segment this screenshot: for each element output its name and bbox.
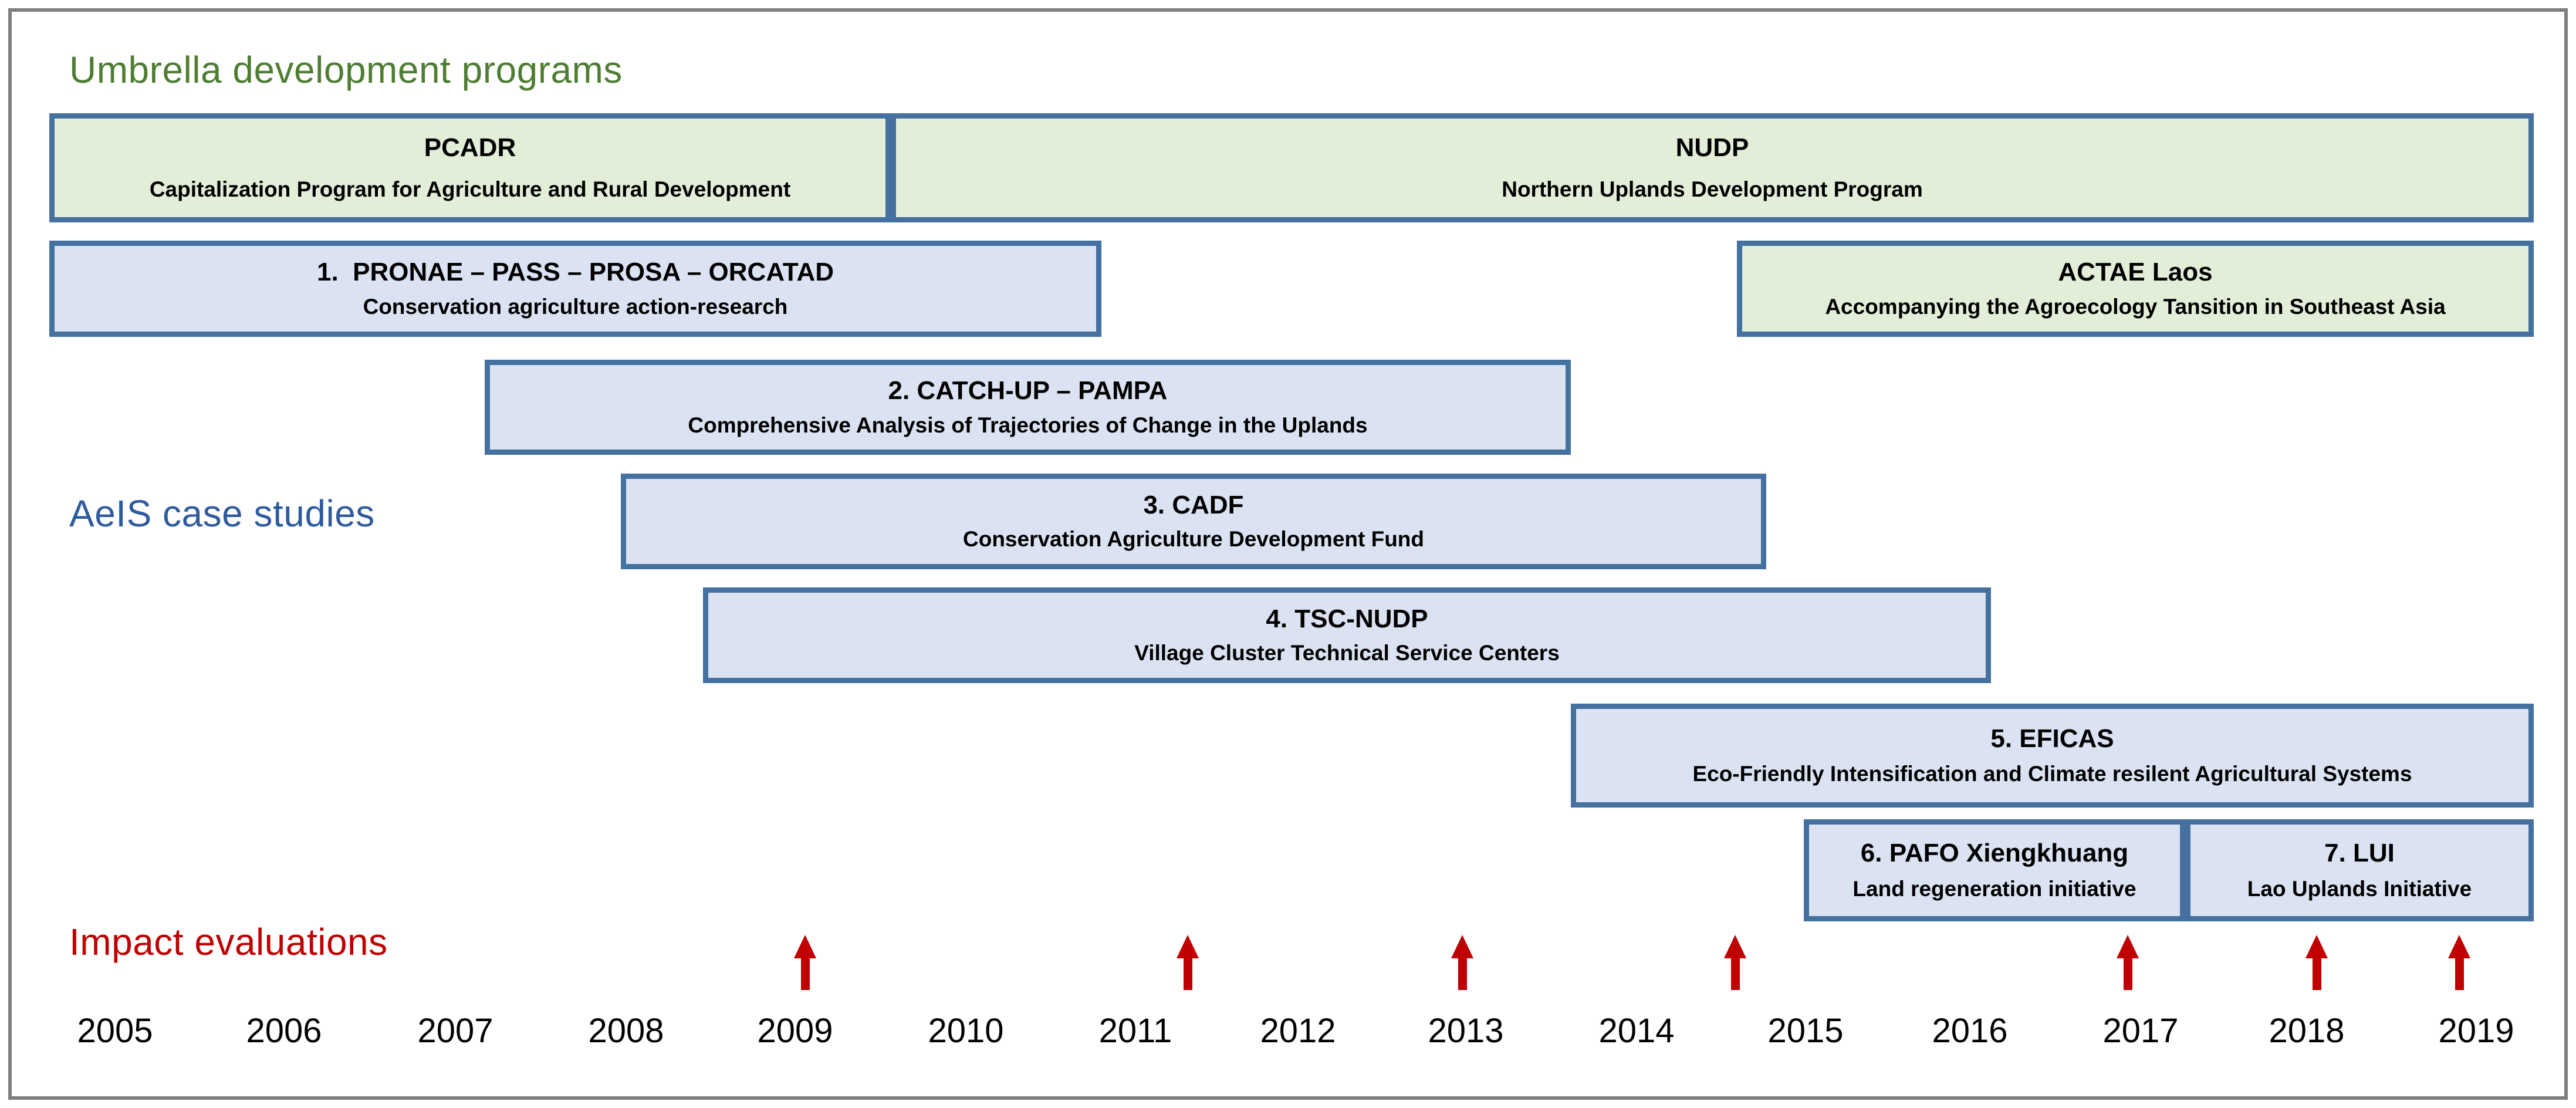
- aeis-case-studies-heading: AeIS case studies: [69, 492, 375, 535]
- year-label-2015: 2015: [1767, 1012, 1844, 1050]
- year-label-2014: 2014: [1598, 1012, 1675, 1050]
- bar-tsc-nudp-subtitle: Village Cluster Technical Service Center…: [1134, 641, 1560, 666]
- bar-nudp-title: NUDP: [1675, 133, 1749, 163]
- bar-eficas: 5. EFICAS Eco-Friendly Intensification a…: [1571, 704, 2534, 808]
- year-label-2008: 2008: [588, 1012, 664, 1050]
- bar-catchup-subtitle: Comprehensive Analysis of Trajectories o…: [688, 413, 1368, 437]
- bar-cadf-subtitle: Conservation Agriculture Development Fun…: [963, 527, 1424, 552]
- bar-eficas-subtitle: Eco-Friendly Intensification and Climate…: [1692, 762, 2412, 786]
- bar-lui-subtitle: Lao Uplands Initiative: [2247, 876, 2472, 901]
- year-label-2018: 2018: [2269, 1012, 2345, 1050]
- impact-arrow-2018-icon: [2305, 935, 2328, 990]
- bar-lui: 7. LUI Lao Uplands Initiative: [2185, 819, 2534, 921]
- umbrella-programs-heading: Umbrella development programs: [69, 49, 623, 91]
- year-label-2007: 2007: [417, 1012, 493, 1050]
- bar-eficas-title: 5. EFICAS: [1990, 724, 2114, 753]
- year-label-2011: 2011: [1098, 1012, 1172, 1050]
- bar-pronae-title: 1. PRONAE – PASS – PROSA – ORCATAD: [317, 258, 834, 287]
- bar-nudp: NUDP Northern Uplands Development Progra…: [891, 113, 2534, 222]
- bar-catchup: 2. CATCH-UP – PAMPA Comprehensive Analys…: [485, 360, 1571, 455]
- impact-arrow-2019-icon: [2448, 935, 2470, 990]
- figure-frame: [8, 8, 2568, 1100]
- bar-nudp-subtitle: Northern Uplands Development Program: [1502, 177, 1923, 201]
- impact-arrow-2009-icon: [794, 935, 816, 990]
- bar-tsc-nudp-title: 4. TSC-NUDP: [1266, 604, 1428, 633]
- bar-actae-subtitle: Accompanying the Agroecology Tansition i…: [1825, 294, 2446, 319]
- impact-arrow-2011-12-icon: [1177, 935, 1199, 990]
- impact-evaluations-heading: Impact evaluations: [69, 921, 388, 963]
- year-label-2006: 2006: [246, 1012, 322, 1050]
- bar-pronae-subtitle: Conservation agriculture action-research: [363, 294, 788, 319]
- bar-cadf: 3. CADF Conservation Agriculture Develop…: [621, 474, 1766, 569]
- impact-arrow-2017-icon: [2117, 935, 2139, 990]
- bar-pafo-subtitle: Land regeneration initiative: [1852, 876, 2136, 901]
- year-label-2017: 2017: [2102, 1012, 2179, 1050]
- year-label-2016: 2016: [1932, 1012, 2008, 1050]
- year-label-2009: 2009: [757, 1012, 833, 1050]
- year-label-2013: 2013: [1428, 1012, 1504, 1050]
- impact-arrow-2013-icon: [1451, 935, 1473, 990]
- bar-catchup-title: 2. CATCH-UP – PAMPA: [888, 376, 1168, 406]
- bar-pafo: 6. PAFO Xiengkhuang Land regeneration in…: [1804, 819, 2185, 921]
- bar-cadf-title: 3. CADF: [1143, 490, 1244, 519]
- year-label-2019: 2019: [2438, 1012, 2514, 1050]
- bar-pronae: 1. PRONAE – PASS – PROSA – ORCATAD Conse…: [49, 241, 1101, 337]
- year-label-2012: 2012: [1260, 1012, 1336, 1050]
- bar-pcadr-title: PCADR: [424, 133, 516, 163]
- bar-pafo-title: 6. PAFO Xiengkhuang: [1860, 839, 2129, 868]
- year-label-2005: 2005: [77, 1012, 153, 1050]
- year-label-2010: 2010: [928, 1012, 1004, 1050]
- bar-actae-title: ACTAE Laos: [2058, 258, 2213, 287]
- bar-tsc-nudp: 4. TSC-NUDP Village Cluster Technical Se…: [703, 587, 1991, 683]
- bar-lui-title: 7. LUI: [2324, 839, 2395, 868]
- bar-pcadr: PCADR Capitalization Program for Agricul…: [49, 113, 891, 222]
- impact-arrow-2014-15-icon: [1724, 935, 1746, 990]
- bar-pcadr-subtitle: Capitalization Program for Agriculture a…: [149, 177, 791, 201]
- bar-actae: ACTAE Laos Accompanying the Agroecology …: [1737, 241, 2534, 337]
